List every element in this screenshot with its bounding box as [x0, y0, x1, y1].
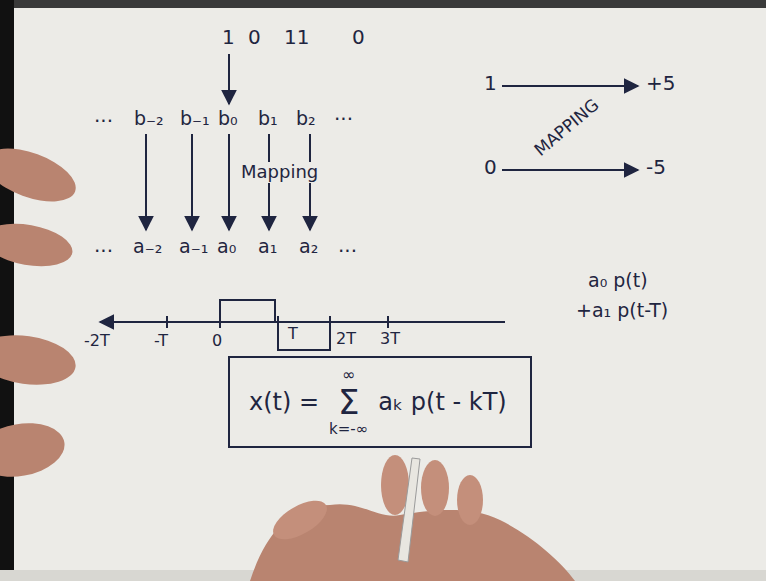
level-arrows — [502, 86, 638, 170]
handwritten-label: Mapping — [238, 162, 321, 183]
handwritten-label: a₀ p(t) — [588, 270, 648, 292]
handwritten-label: 11 — [284, 26, 309, 49]
formula-part: x(t) = — [249, 389, 319, 415]
handwritten-label: 0 — [248, 26, 261, 49]
handwritten-label: a₁ — [258, 236, 277, 258]
handwritten-label: b₋₁ — [180, 108, 210, 130]
handwritten-label: b₂ — [296, 108, 316, 130]
handwritten-label: -2T — [84, 332, 110, 350]
left-hand — [0, 138, 83, 484]
formula-text: k=-∞ — [329, 421, 368, 438]
formula-text: aₖ p(t - kT) — [378, 389, 506, 415]
bit-arrow — [228, 54, 230, 104]
handwritten-label: b₋₂ — [134, 108, 164, 130]
handwritten-label: 0 — [352, 26, 365, 49]
handwritten-label: ... — [94, 104, 113, 127]
handwritten-label: 0 — [484, 156, 497, 179]
formula-text: x(t) = — [249, 389, 319, 415]
handwritten-label: +5 — [646, 72, 675, 95]
top-frame — [0, 0, 766, 8]
handwritten-label: a₀ — [217, 236, 236, 258]
handwritten-label: 3T — [380, 330, 400, 348]
formula-text: ∞ — [342, 366, 355, 384]
handwritten-label: b₀ — [218, 108, 238, 130]
handwritten-label: ... — [334, 102, 353, 125]
handwritten-label: 1 — [484, 72, 497, 95]
left-frame — [0, 0, 14, 581]
handwritten-label: ... — [338, 234, 357, 257]
handwritten-label: a₂ — [299, 236, 318, 258]
handwritten-label: -5 — [646, 156, 666, 179]
negative-pulse — [278, 322, 330, 350]
handwritten-label: T — [288, 325, 298, 343]
handwritten-label: a₋₂ — [133, 236, 162, 258]
handwritten-label: -T — [154, 332, 168, 350]
handwritten-label: ... — [94, 234, 113, 257]
handwritten-label: 2T — [336, 330, 356, 348]
right-hand — [250, 455, 575, 581]
handwritten-label: 1 — [222, 26, 235, 49]
handwritten-label: b₁ — [258, 108, 278, 130]
handwritten-label: +a₁ p(t-T) — [576, 300, 668, 322]
time-axis — [100, 316, 505, 328]
positive-pulse — [220, 300, 275, 322]
handwritten-label: 0 — [212, 332, 222, 350]
formula-part: ∞Σk=-∞ — [329, 366, 368, 437]
formula-text: Σ — [338, 384, 359, 421]
formula-box: x(t) = ∞Σk=-∞ aₖ p(t - kT) — [228, 356, 532, 448]
handwritten-label: a₋₁ — [179, 236, 208, 258]
formula-part: aₖ p(t - kT) — [378, 389, 506, 415]
